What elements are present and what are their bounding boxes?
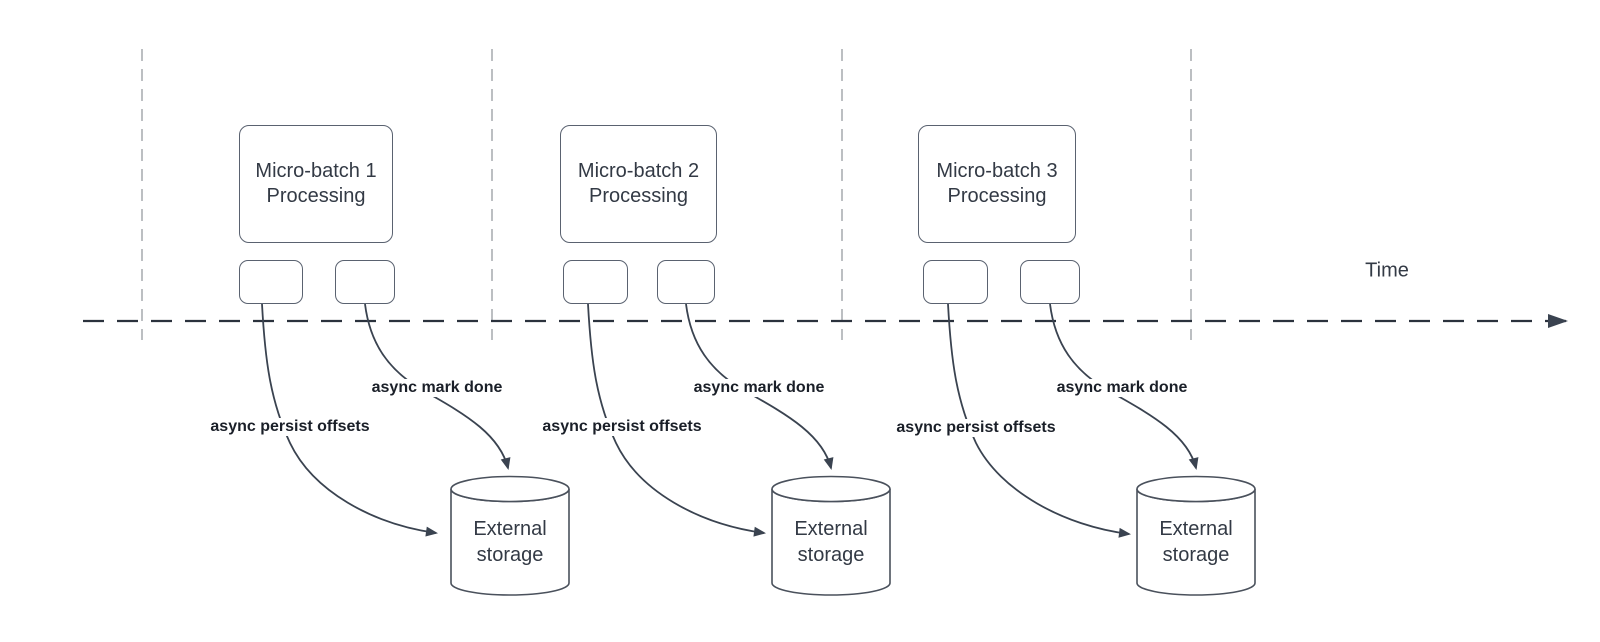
batch1-done-box xyxy=(335,260,395,304)
micro-batch-1-box: Micro-batch 1 Processing xyxy=(239,125,393,243)
batch1-offset-box xyxy=(239,260,303,304)
batch2-persist-offsets-arrow xyxy=(587,303,766,537)
batch1-external-storage-cylinder xyxy=(450,475,570,596)
batch3-persist-offsets-arrow xyxy=(947,303,1131,538)
batch3-mark-done-label: async mark done xyxy=(1053,379,1191,397)
micro-batch-2-box: Micro-batch 2 Processing xyxy=(560,125,717,243)
batch3-external-storage-label: External storage xyxy=(1159,518,1233,566)
micro-batch-3-title: Micro-batch 3 Processing xyxy=(936,160,1058,207)
micro-batch-2-title: Micro-batch 2 Processing xyxy=(577,160,700,207)
batch2-mark-done-label: async mark done xyxy=(690,379,828,397)
batch2-external-storage-cylinder xyxy=(771,475,891,596)
batch2-external-storage-label: External storage xyxy=(794,518,868,566)
micro-batch-3-box: Micro-batch 3 Processing xyxy=(918,125,1076,243)
time-axis-label: Time xyxy=(1365,259,1409,282)
batch1-persist-offsets-arrow xyxy=(261,303,438,537)
batch1-persist-offsets-label: async persist offsets xyxy=(207,418,373,436)
batch2-offset-box xyxy=(563,260,628,304)
batch2-persist-offsets-label: async persist offsets xyxy=(539,418,705,436)
micro-batch-1-title: Micro-batch 1 Processing xyxy=(255,160,377,207)
batch1-external-storage-label: External storage xyxy=(473,518,547,566)
batch3-done-box xyxy=(1020,260,1080,304)
batch3-offset-box xyxy=(923,260,988,304)
batch3-external-storage-cylinder xyxy=(1136,475,1256,596)
batch3-persist-offsets-label: async persist offsets xyxy=(893,419,1059,437)
batch1-mark-done-label: async mark done xyxy=(368,379,506,397)
batch2-done-box xyxy=(657,260,715,304)
